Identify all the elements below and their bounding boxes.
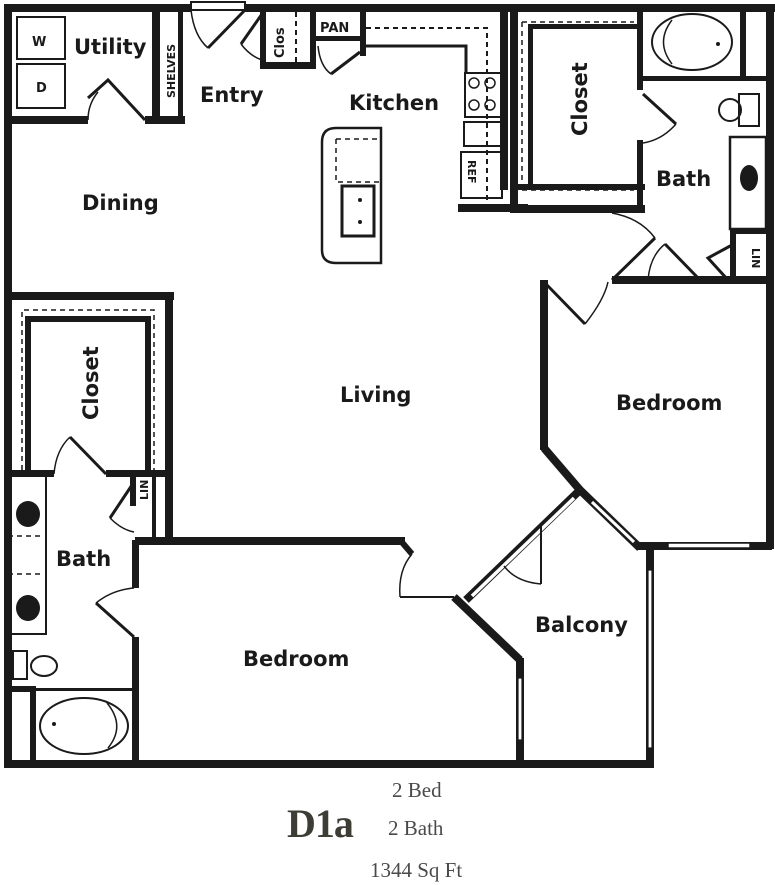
- window: [667, 542, 751, 549]
- master-bath: [610, 4, 772, 284]
- dryer-icon: [16, 63, 66, 109]
- room-labels: W D Utility SHELVES Entry Clos PAN Kitch…: [32, 21, 762, 671]
- master-linen-label: LIN: [749, 248, 762, 268]
- bath-count: 2 Bath: [388, 816, 444, 840]
- washer-label: W: [32, 35, 46, 50]
- kitchen-label: Kitchen: [349, 91, 439, 115]
- plan-code: D1a: [287, 801, 354, 846]
- master-closet-label: Closet: [568, 62, 592, 136]
- second-bedroom-label: Bedroom: [243, 647, 349, 671]
- window: [517, 677, 523, 741]
- vanity-counter: [7, 475, 47, 635]
- bathtub-icon: [39, 697, 129, 755]
- entry-door[interactable]: [190, 1, 247, 50]
- balcony: [463, 487, 654, 767]
- refrigerator-label: REF: [465, 160, 478, 184]
- kitchen-counter: [366, 4, 528, 212]
- kitchen-island: [320, 126, 383, 265]
- second-bedroom: [94, 537, 524, 767]
- bathtub-icon: [651, 13, 733, 71]
- dryer-label: D: [36, 81, 47, 96]
- utility-room: [4, 4, 185, 124]
- master-bedroom: [540, 280, 772, 551]
- closet-pantry: [239, 4, 366, 76]
- second-linen-label: LIN: [138, 480, 151, 500]
- washer-icon: [16, 16, 66, 60]
- second-bath: [4, 475, 156, 766]
- window: [647, 569, 653, 749]
- closet-small-label: Clos: [273, 27, 288, 58]
- sink-icon: [16, 501, 40, 527]
- second-bath-label: Bath: [56, 547, 111, 571]
- stove-icon: [464, 72, 503, 118]
- entry-label: Entry: [200, 83, 264, 107]
- sink-icon: [340, 184, 376, 238]
- toilet-icon: [738, 93, 760, 127]
- dining-label: Dining: [82, 191, 159, 215]
- floor-plan: W D Utility SHELVES Entry Clos PAN Kitch…: [4, 1, 775, 768]
- second-closet: [4, 292, 174, 540]
- utility-label: Utility: [74, 35, 147, 59]
- master-closet: [510, 4, 678, 213]
- pantry-label: PAN: [320, 21, 349, 36]
- square-footage: 1344 Sq Ft: [370, 858, 463, 882]
- master-bedroom-label: Bedroom: [616, 391, 722, 415]
- bed-count: 2 Bed: [392, 778, 442, 802]
- sink-icon: [16, 595, 40, 621]
- sink-icon: [740, 165, 758, 191]
- second-closet-label: Closet: [79, 346, 103, 420]
- shelves-label: SHELVES: [165, 44, 178, 98]
- living-label: Living: [340, 383, 411, 407]
- refrigerator-icon: [460, 151, 503, 199]
- toilet-icon: [12, 650, 28, 680]
- master-bath-label: Bath: [656, 167, 711, 191]
- balcony-label: Balcony: [535, 613, 628, 637]
